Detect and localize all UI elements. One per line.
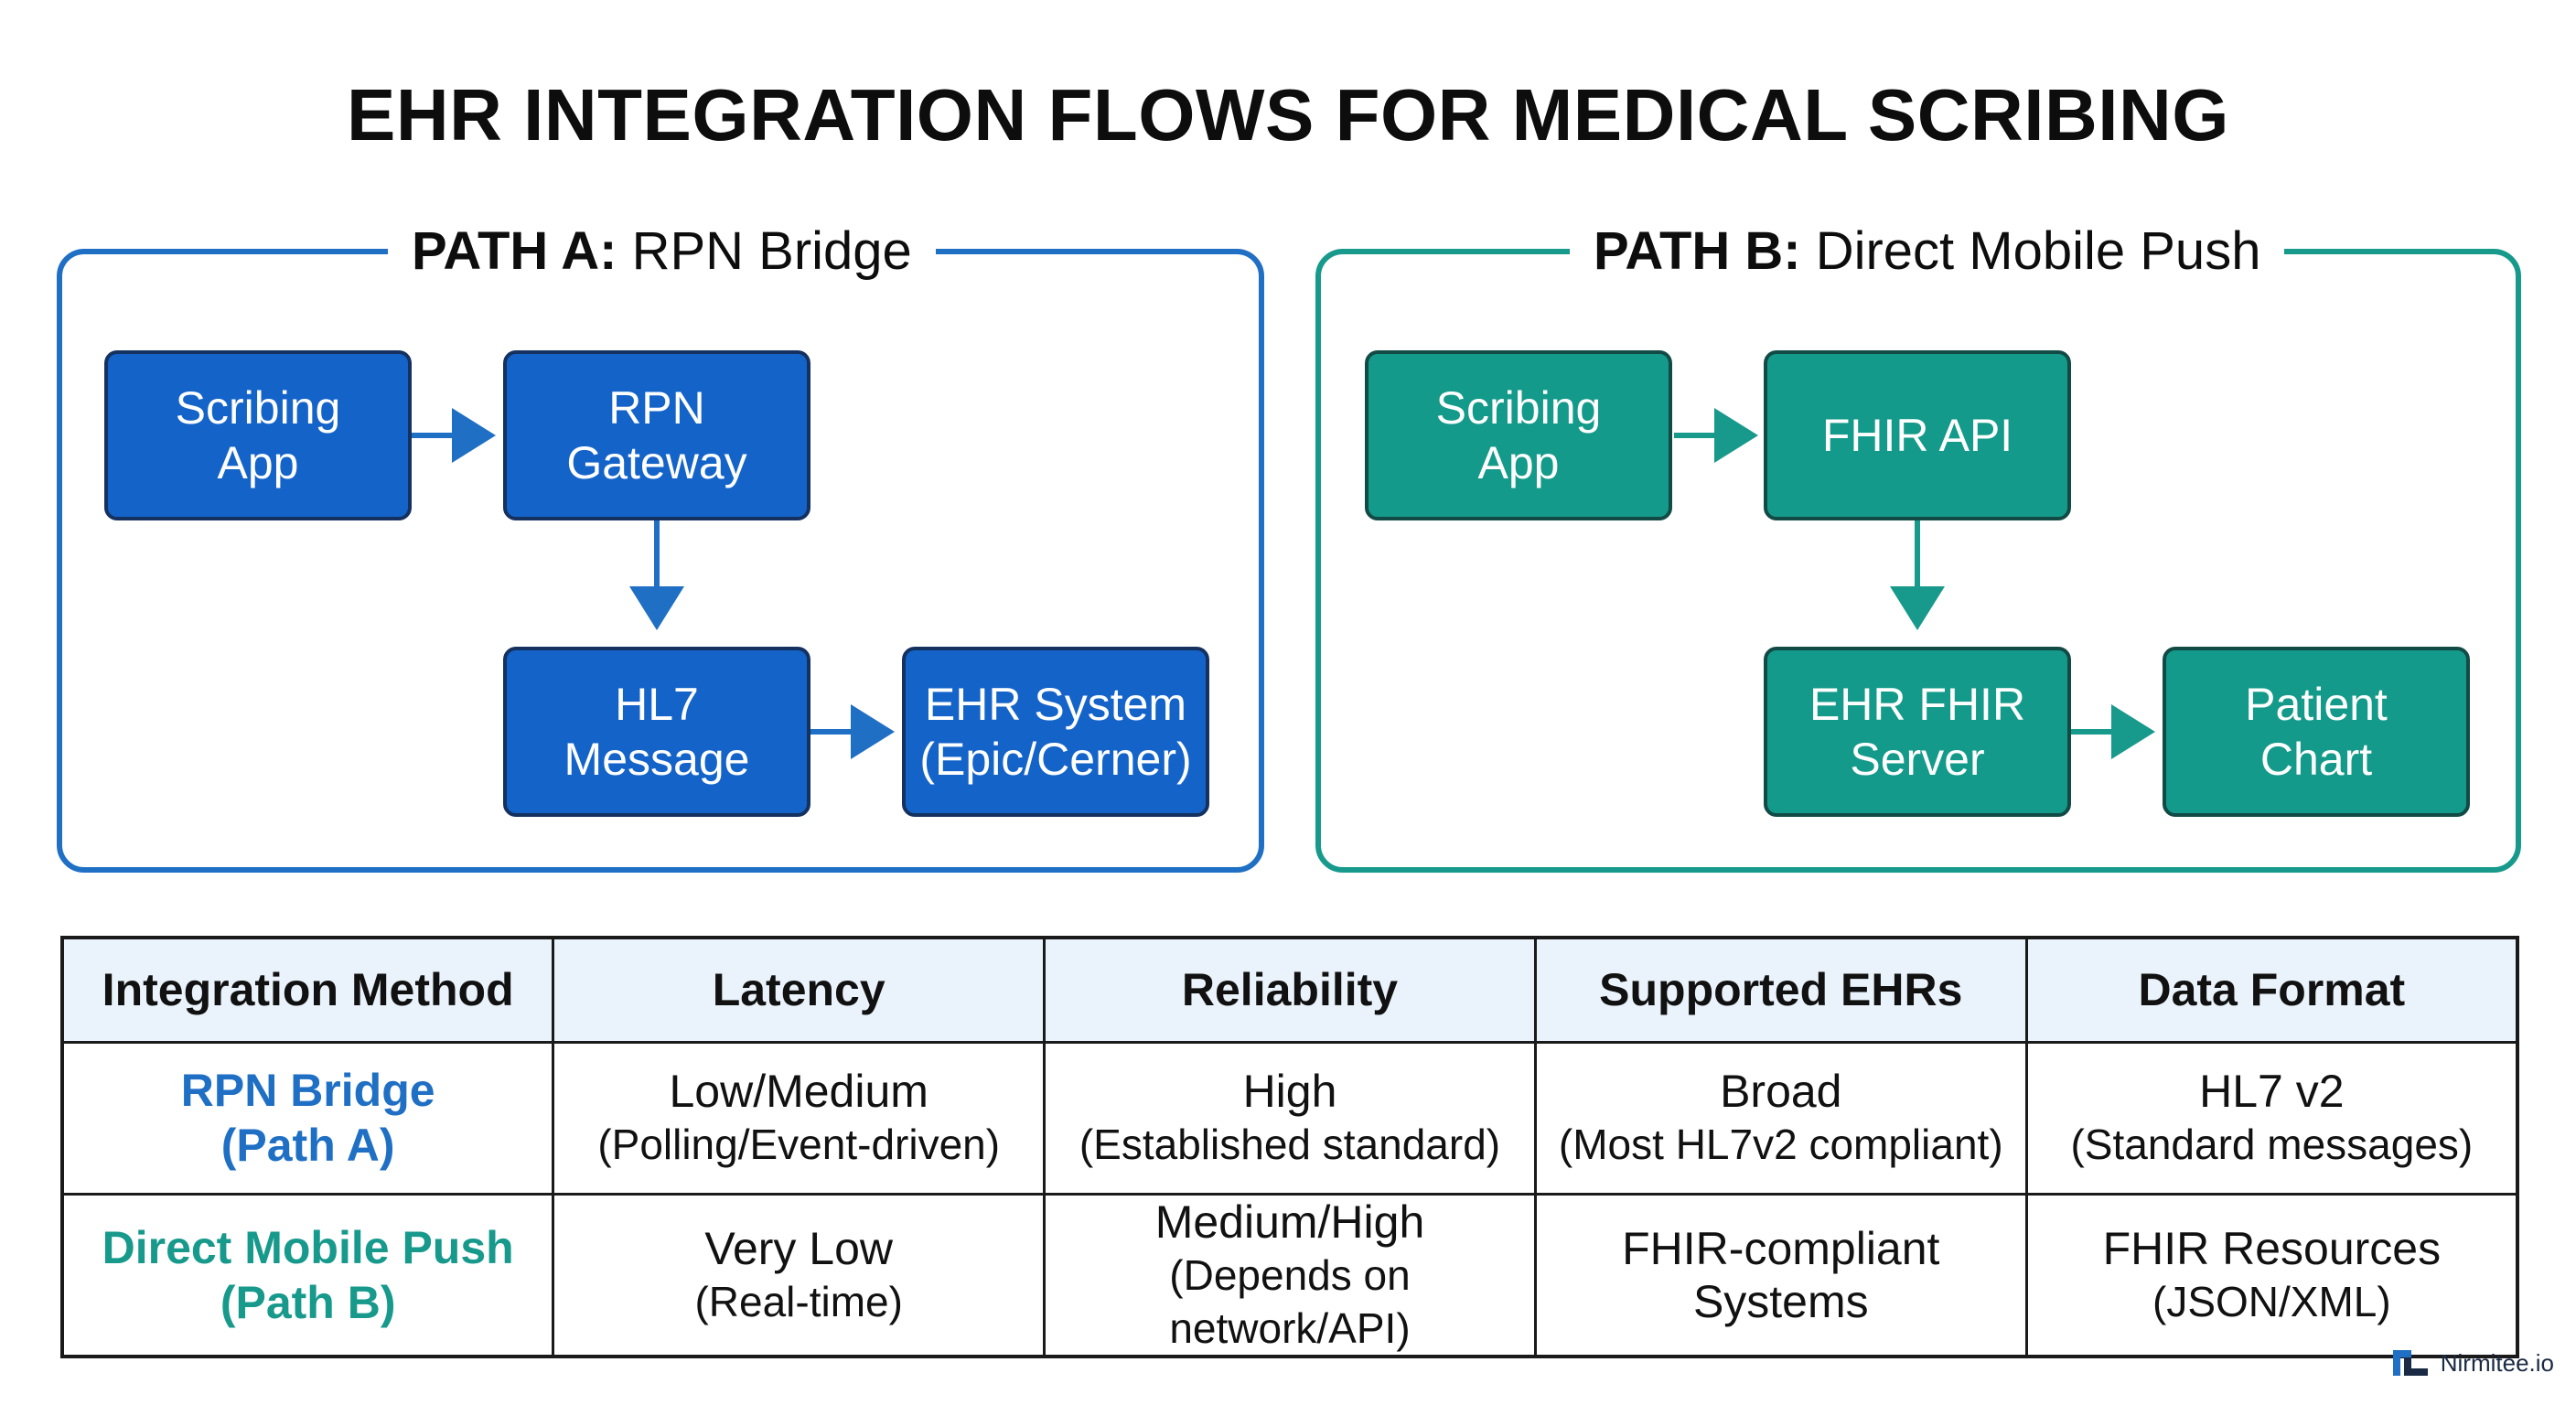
nirmitee-logo-icon	[2392, 1350, 2428, 1376]
cell-sub: (JSON/XML)	[2152, 1277, 2391, 1325]
cell-sub: (Depends on network/API)	[1169, 1250, 1411, 1352]
cell-sub: Systems	[1692, 1275, 1869, 1327]
row-b-latency: Very Low(Real-time)	[552, 1192, 1046, 1357]
header-data-format: Data Format	[2024, 936, 2519, 1044]
brand-watermark: Nirmitee.io	[2391, 1346, 2554, 1379]
page-title: EHR INTEGRATION FLOWS FOR MEDICAL SCRIBI…	[347, 74, 2229, 156]
cell-main: HL7 v2	[2199, 1066, 2345, 1117]
row-a-reliability: High(Established standard)	[1043, 1040, 1537, 1196]
row-b-method: Direct Mobile Push (Path B)	[60, 1192, 555, 1357]
comparison-table: Integration Method Latency Reliability S…	[60, 936, 2519, 1358]
cell-sub: (Established standard)	[1079, 1121, 1501, 1168]
cell-main: High	[1242, 1066, 1337, 1117]
row-b-data-format: FHIR Resources(JSON/XML)	[2024, 1192, 2519, 1357]
node-fhir-api: FHIR API	[1764, 350, 2071, 520]
table-row: RPN Bridge (Path A) Low/Medium(Polling/E…	[60, 1040, 2519, 1196]
node-ehr-fhir-server: EHR FHIR Server	[1764, 647, 2071, 817]
row-b-reliability: Medium/High(Depends on network/API)	[1043, 1192, 1537, 1357]
cell-sub: (Polling/Event-driven)	[597, 1121, 1001, 1168]
cell-sub: (Standard messages)	[2070, 1121, 2474, 1168]
node-b-scribing-app: Scribing App	[1365, 350, 1672, 520]
table-header-row: Integration Method Latency Reliability S…	[60, 936, 2519, 1044]
node-patient-chart: Patient Chart	[2163, 647, 2470, 817]
cell-main: FHIR Resources	[2102, 1222, 2442, 1274]
header-reliability: Reliability	[1043, 936, 1537, 1044]
header-latency: Latency	[552, 936, 1046, 1044]
node-a-scribing-app: Scribing App	[104, 350, 412, 520]
brand-name: Nirmitee.io	[2440, 1348, 2554, 1377]
cell-main: Broad	[1720, 1066, 1842, 1117]
comparison-table-wrap: Integration Method Latency Reliability S…	[60, 936, 2519, 1358]
header-supported-ehrs: Supported EHRs	[1533, 936, 2028, 1044]
path-b-title-bold: PATH B:	[1594, 221, 1801, 281]
path-a-title: PATH A: RPN Bridge	[388, 210, 936, 293]
row-a-supported-ehrs: Broad(Most HL7v2 compliant)	[1533, 1040, 2028, 1196]
table-row: Direct Mobile Push (Path B) Very Low(Rea…	[60, 1192, 2519, 1357]
row-a-data-format: HL7 v2(Standard messages)	[2024, 1040, 2519, 1196]
header-integration-method: Integration Method	[60, 936, 555, 1044]
row-a-method: RPN Bridge (Path A)	[60, 1040, 555, 1196]
cell-main: Low/Medium	[669, 1066, 928, 1117]
path-b-title: PATH B: Direct Mobile Push	[1570, 210, 2285, 293]
cell-sub: (Most HL7v2 compliant)	[1558, 1121, 2003, 1168]
cell-main: Medium/High	[1154, 1196, 1425, 1248]
node-ehr-system: EHR System (Epic/Cerner)	[902, 647, 1209, 817]
cell-main: Very Low	[704, 1222, 894, 1274]
node-rpn-gateway: RPN Gateway	[503, 350, 810, 520]
path-b-title-text: Direct Mobile Push	[1800, 221, 2261, 281]
cell-sub: (Real-time)	[694, 1277, 903, 1325]
cell-main: FHIR-compliant	[1622, 1222, 1940, 1274]
row-a-latency: Low/Medium(Polling/Event-driven)	[552, 1040, 1046, 1196]
node-hl7-message: HL7 Message	[503, 647, 810, 817]
path-a-title-bold: PATH A:	[412, 221, 617, 281]
path-a-title-text: RPN Bridge	[617, 221, 912, 281]
